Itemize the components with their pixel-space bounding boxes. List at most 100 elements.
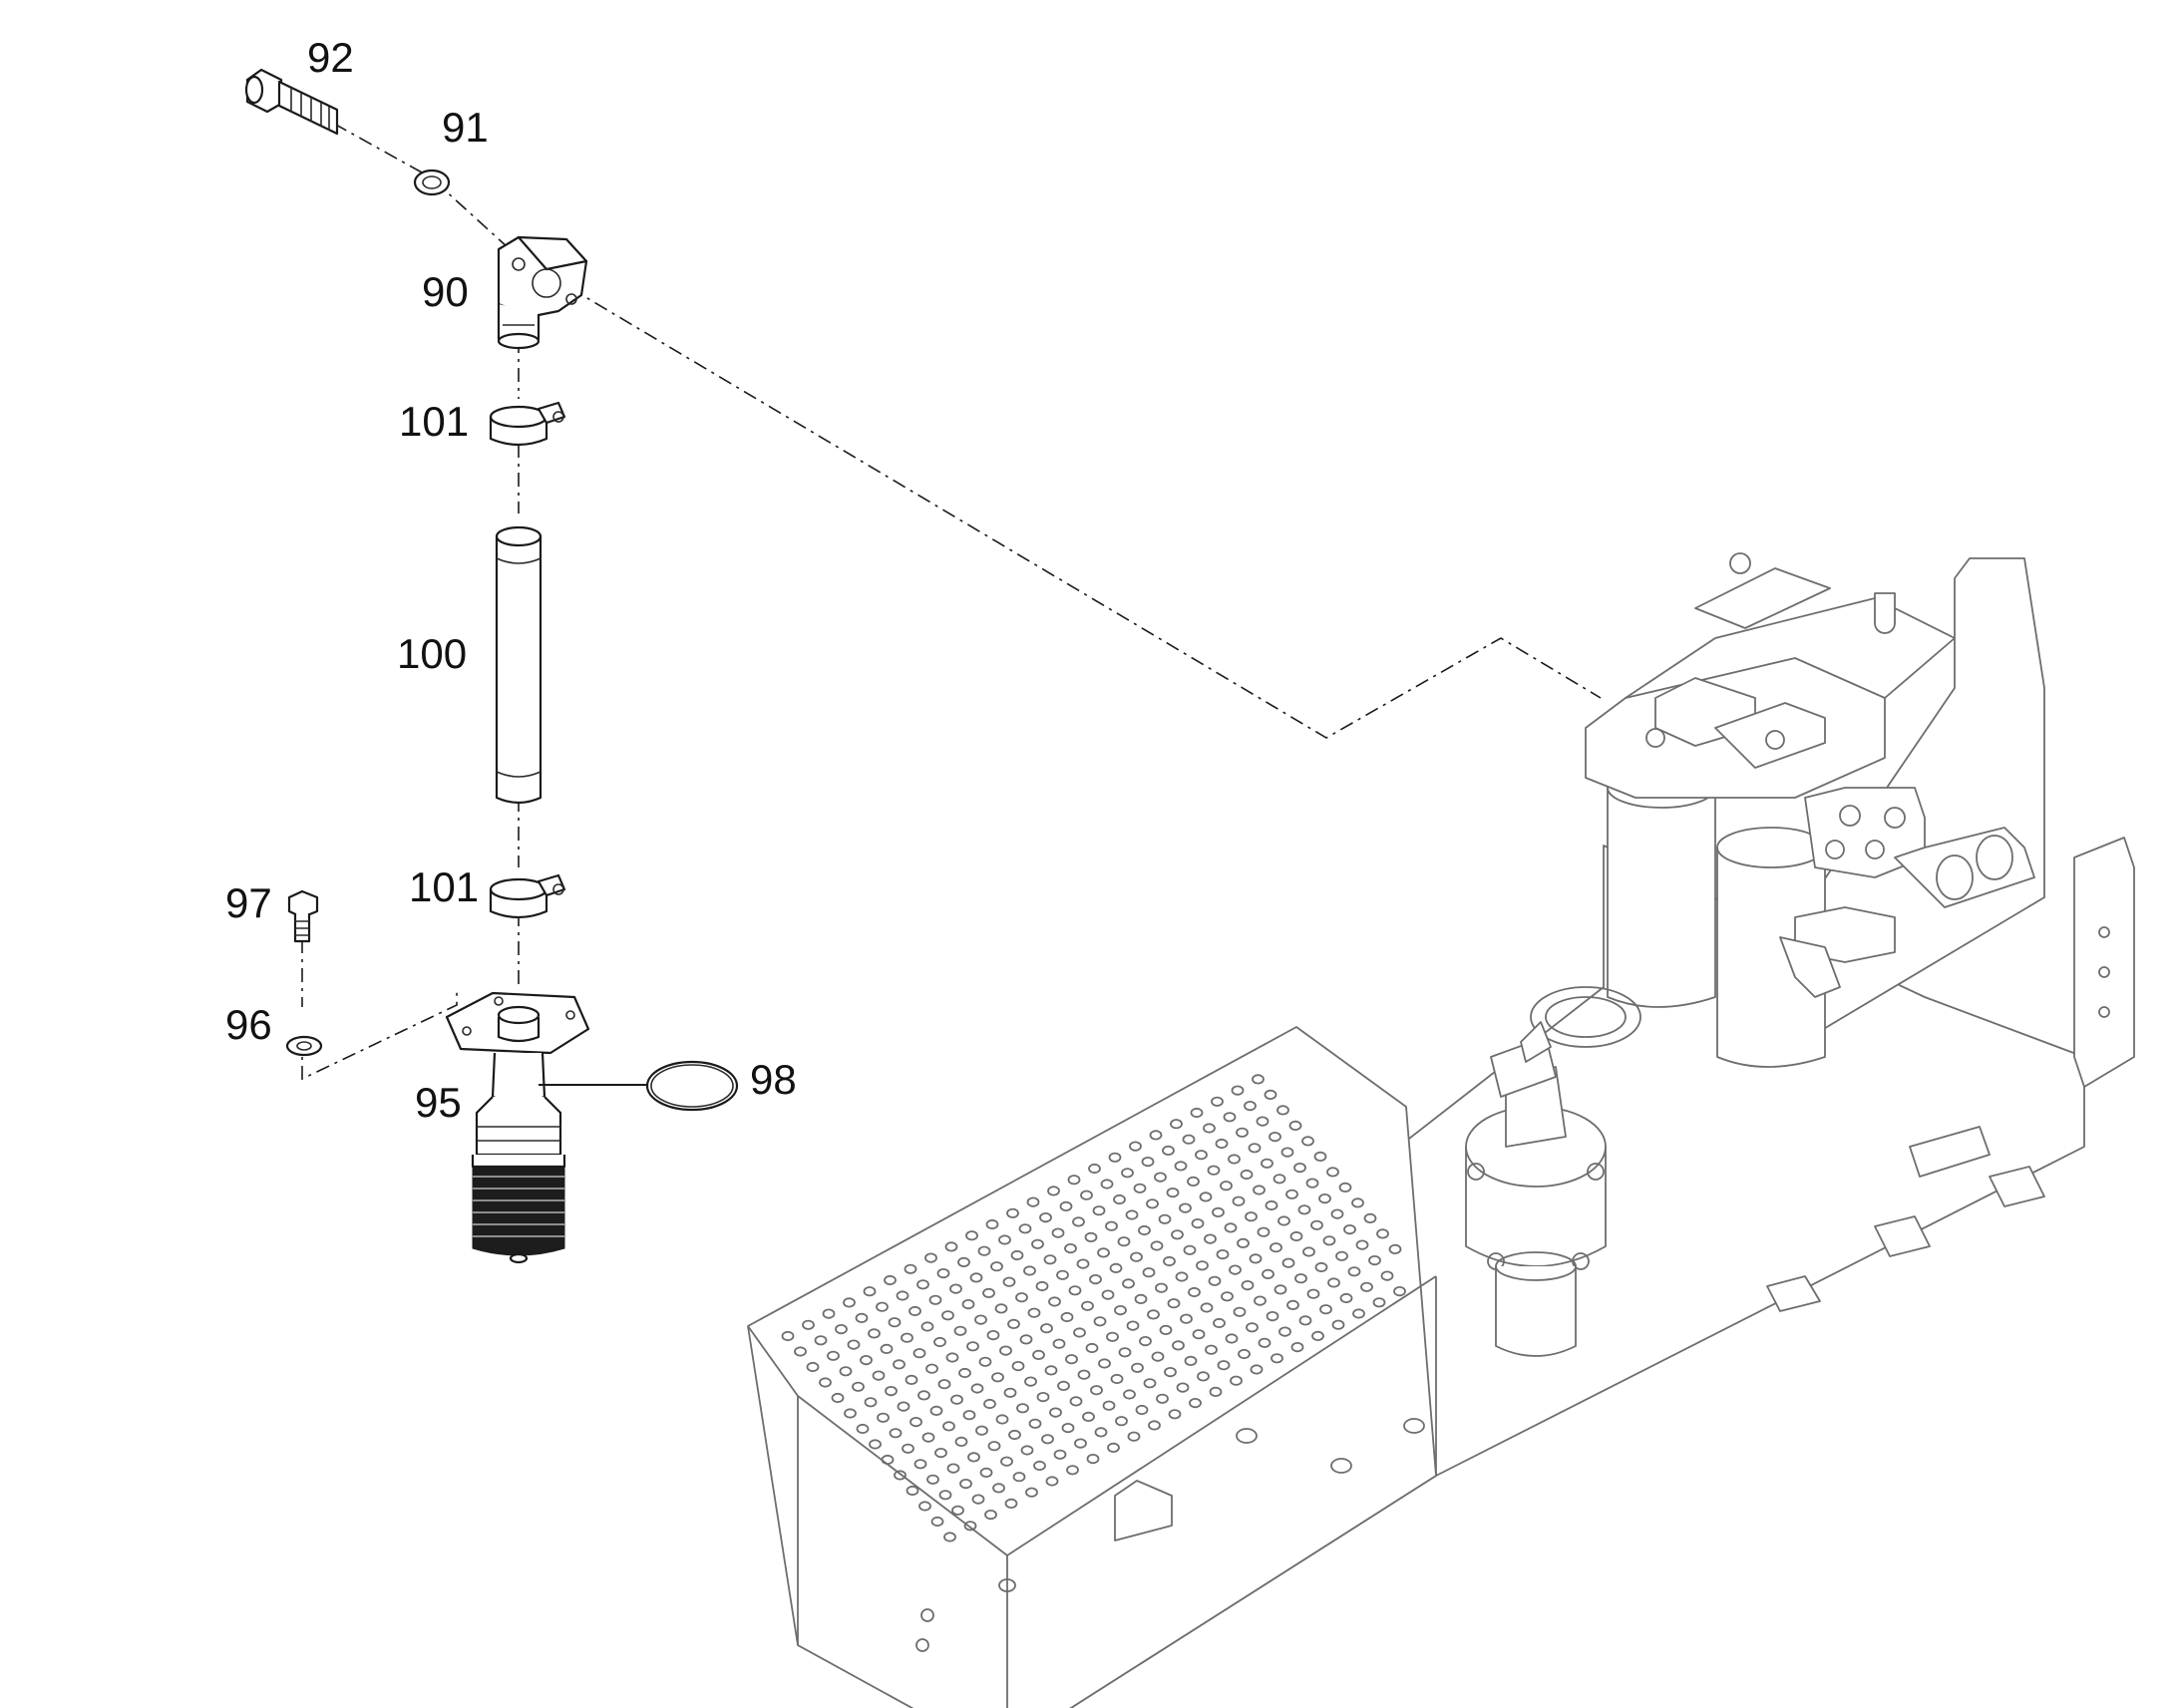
treadplate-dimple	[835, 1324, 848, 1335]
treadplate-dimple	[884, 1274, 897, 1286]
treadplate-dimple	[863, 1286, 877, 1297]
treadplate-dimple	[1143, 1378, 1157, 1389]
treadplate-dimple	[1330, 1208, 1344, 1219]
treadplate-dimple	[1236, 1127, 1249, 1138]
treadplate-dimple	[1069, 1396, 1083, 1407]
treadplate-dimple	[1056, 1269, 1069, 1280]
treadplate-dimple	[987, 1441, 1001, 1452]
treadplate-dimple	[1043, 1254, 1057, 1265]
treadplate-dimple	[1085, 1342, 1099, 1354]
treadplate-dimple	[938, 1490, 952, 1501]
treadplate-dimple	[1008, 1429, 1021, 1441]
treadplate-dimple	[1047, 1186, 1060, 1196]
treadplate-dimple	[1033, 1460, 1046, 1472]
treadplate-dimple	[974, 1314, 987, 1325]
treadplate-dimple	[1130, 1251, 1143, 1262]
treadplate-dimple	[986, 1330, 1000, 1341]
treadplate-dimple	[1107, 1442, 1120, 1454]
treadplate-dimple	[1278, 1326, 1291, 1337]
callout-100: 100	[397, 630, 467, 677]
treadplate-dimple	[1126, 1320, 1140, 1331]
treadplate-dimple	[814, 1335, 828, 1346]
treadplate-dimple	[1118, 1347, 1132, 1358]
treadplate-dimple	[1011, 1361, 1025, 1372]
treadplate-dimple	[1035, 1280, 1049, 1292]
treadplate-dimple	[930, 1516, 944, 1528]
treadplate-dimple	[1205, 1344, 1218, 1355]
treadplate-dimple	[1277, 1215, 1290, 1226]
treadplate-dimple	[781, 1330, 795, 1342]
treadplate-dimple	[978, 1356, 992, 1367]
treadplate-dimple	[943, 1532, 956, 1542]
treadplate-dimple	[1135, 1404, 1149, 1416]
treadplate-dimple	[860, 1355, 873, 1366]
treadplate-dimple	[1343, 1224, 1356, 1235]
treadplate-dimple	[1164, 1367, 1177, 1378]
treadplate-dimple	[1125, 1209, 1139, 1220]
treadplate-dimple	[1057, 1380, 1070, 1392]
part-101-hose-clamp-lower	[489, 873, 566, 919]
treadplate-dimple	[852, 1381, 865, 1392]
treadplate-dimple	[1158, 1213, 1172, 1224]
treadplate-dimple	[1100, 1179, 1114, 1190]
treadplate-dimple	[979, 1467, 993, 1479]
treadplate-dimple	[1002, 1276, 1016, 1287]
treadplate-dimple	[1220, 1181, 1233, 1192]
treadplate-dimple	[1026, 1196, 1040, 1207]
part-96-washer	[285, 1035, 323, 1057]
treadplate-dimple	[1290, 1342, 1304, 1353]
treadplate-dimple	[1237, 1237, 1250, 1249]
treadplate-dimple	[953, 1325, 967, 1336]
treadplate-dimple	[1376, 1228, 1389, 1239]
treadplate-dimple	[1081, 1300, 1094, 1311]
treadplate-dimple	[937, 1379, 951, 1390]
treadplate-dimple	[936, 1268, 950, 1279]
treadplate-dimple	[1301, 1136, 1314, 1147]
treadplate-dimple	[1131, 1362, 1144, 1373]
treadplate-dimple	[1184, 1355, 1198, 1367]
treadplate-dimple	[1006, 1207, 1019, 1218]
part-95-suction-strainer	[445, 991, 650, 1264]
treadplate-dimple	[1122, 1278, 1135, 1289]
treadplate-dimple	[1059, 1200, 1073, 1212]
treadplate-dimple	[1024, 1376, 1037, 1387]
treadplate-dimple	[869, 1439, 882, 1450]
treadplate-dimple	[1039, 1212, 1052, 1223]
treadplate-dimple	[928, 1294, 942, 1305]
treadplate-dimple	[1025, 1487, 1038, 1498]
treadplate-dimple	[1199, 1192, 1213, 1202]
treadplate-dimple	[794, 1346, 807, 1357]
treadplate-dimple	[1065, 1354, 1078, 1365]
treadplate-dimple	[893, 1359, 906, 1370]
treadplate-dimple	[1288, 1120, 1302, 1132]
treadplate-dimple	[1339, 1292, 1353, 1304]
treadplate-dimple	[949, 1283, 962, 1294]
treadplate-dimple	[896, 1290, 909, 1301]
treadplate-dimple	[1040, 1323, 1053, 1334]
treadplate-dimple	[1162, 1145, 1175, 1157]
treadplate-dimple	[1115, 1416, 1128, 1427]
treadplate-dimple	[1197, 1371, 1210, 1382]
treadplate-dimple	[1150, 1240, 1164, 1251]
treadplate-dimple	[1129, 1141, 1142, 1152]
treadplate-dimple	[1322, 1235, 1336, 1246]
treadplate-dimple	[1216, 1249, 1230, 1260]
treadplate-dimple	[876, 1301, 889, 1312]
treadplate-dimple	[1231, 1085, 1245, 1096]
treadplate-dimple	[1049, 1407, 1062, 1418]
treadplate-dimple	[1105, 1220, 1118, 1231]
treadplate-dimple	[1347, 1266, 1361, 1277]
treadplate-dimple	[1077, 1369, 1091, 1380]
treadplate-dimple	[1208, 1275, 1222, 1286]
treadplate-dimple	[880, 1343, 894, 1355]
treadplate-dimple	[905, 1374, 918, 1386]
treadplate-dimple	[1064, 1243, 1077, 1254]
treadplate-dimple	[1190, 1107, 1204, 1119]
treadplate-dimple	[1114, 1305, 1127, 1316]
part-100-tube	[495, 525, 543, 805]
treadplate-dimple	[1280, 1147, 1294, 1158]
treadplate-dimple	[1044, 1365, 1058, 1376]
treadplate-dimple	[1253, 1185, 1266, 1196]
treadplate-dimple	[1084, 1231, 1098, 1243]
treadplate-dimple	[802, 1319, 815, 1330]
